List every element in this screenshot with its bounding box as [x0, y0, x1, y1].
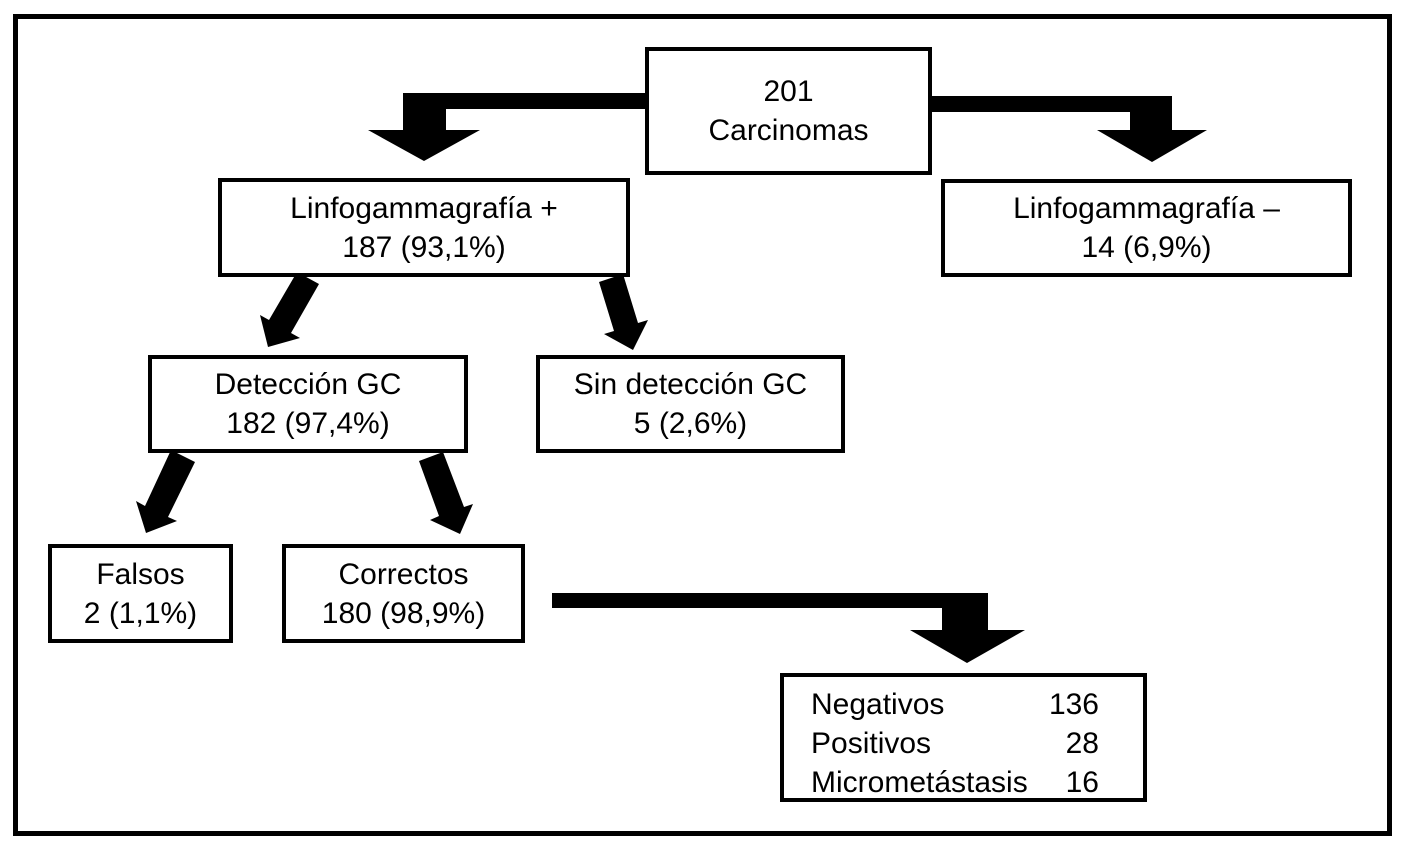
- resultados-row-positivos: Positivos 28: [811, 724, 1099, 763]
- node-carcinomas: 201 Carcinomas: [645, 47, 932, 175]
- resultados-row-micrometastasis: Micrometástasis 16: [811, 763, 1099, 802]
- node-correctos-label: Correctos: [338, 557, 469, 591]
- node-resultados: Negativos 136 Positivos 28 Micrometástas…: [780, 673, 1147, 802]
- node-linfo-neg-label: Linfogammagrafía –: [1013, 192, 1280, 225]
- node-linfo-pos-value: 187 (93,1%): [342, 230, 506, 264]
- node-correctos-value: 180 (98,9%): [321, 596, 486, 630]
- resultados-label: Micrometástasis: [811, 766, 1028, 799]
- node-falsos-value: 2 (1,1%): [83, 596, 198, 630]
- node-carcinomas-label: Carcinomas: [708, 114, 869, 147]
- resultados-row-negativos: Negativos 136: [811, 685, 1099, 724]
- node-deteccion-label: Detección GC: [214, 368, 402, 401]
- node-linfogammagrafia-negativa: Linfogammagrafía – 14 (6,9%): [941, 179, 1352, 277]
- node-correctos: Correctos 180 (98,9%): [282, 544, 525, 643]
- resultados-value: 136: [1048, 688, 1099, 721]
- arrow-correctos-to-resultados-icon: [552, 593, 1025, 663]
- resultados-label: Negativos: [811, 688, 945, 721]
- node-sin-deteccion-label: Sin detección GC: [573, 368, 808, 401]
- node-deteccion-value: 182 (97,4%): [226, 407, 390, 440]
- node-linfogammagrafia-positiva: Linfogammagrafía + 187 (93,1%): [218, 178, 630, 277]
- arrow-carcinomas-to-linfo-pos-icon: [368, 93, 645, 161]
- resultados-value: 16: [1065, 766, 1099, 799]
- node-sin-deteccion-value: 5 (2,6%): [633, 407, 748, 440]
- resultados-value: 28: [1065, 727, 1099, 760]
- resultados-label: Positivos: [811, 727, 932, 760]
- arrow-deteccion-to-falsos-icon: [136, 450, 195, 533]
- node-linfo-neg-value: 14 (6,9%): [1081, 231, 1212, 264]
- arrow-linfo-pos-to-deteccion-icon: [260, 272, 319, 347]
- node-falsos: Falsos 2 (1,1%): [48, 544, 233, 643]
- node-deteccion-gc: Detección GC 182 (97,4%): [148, 355, 468, 453]
- arrow-deteccion-to-correctos-icon: [419, 452, 473, 534]
- node-falsos-label: Falsos: [96, 557, 185, 591]
- node-carcinomas-count: 201: [763, 75, 814, 108]
- node-sin-deteccion-gc: Sin detección GC 5 (2,6%): [536, 355, 845, 453]
- arrow-carcinomas-to-linfo-neg-icon: [929, 96, 1207, 162]
- arrow-linfo-pos-to-sin-deteccion-icon: [599, 274, 648, 350]
- node-linfo-pos-label: Linfogammagrafía +: [290, 191, 558, 225]
- outer-border: [13, 14, 1392, 836]
